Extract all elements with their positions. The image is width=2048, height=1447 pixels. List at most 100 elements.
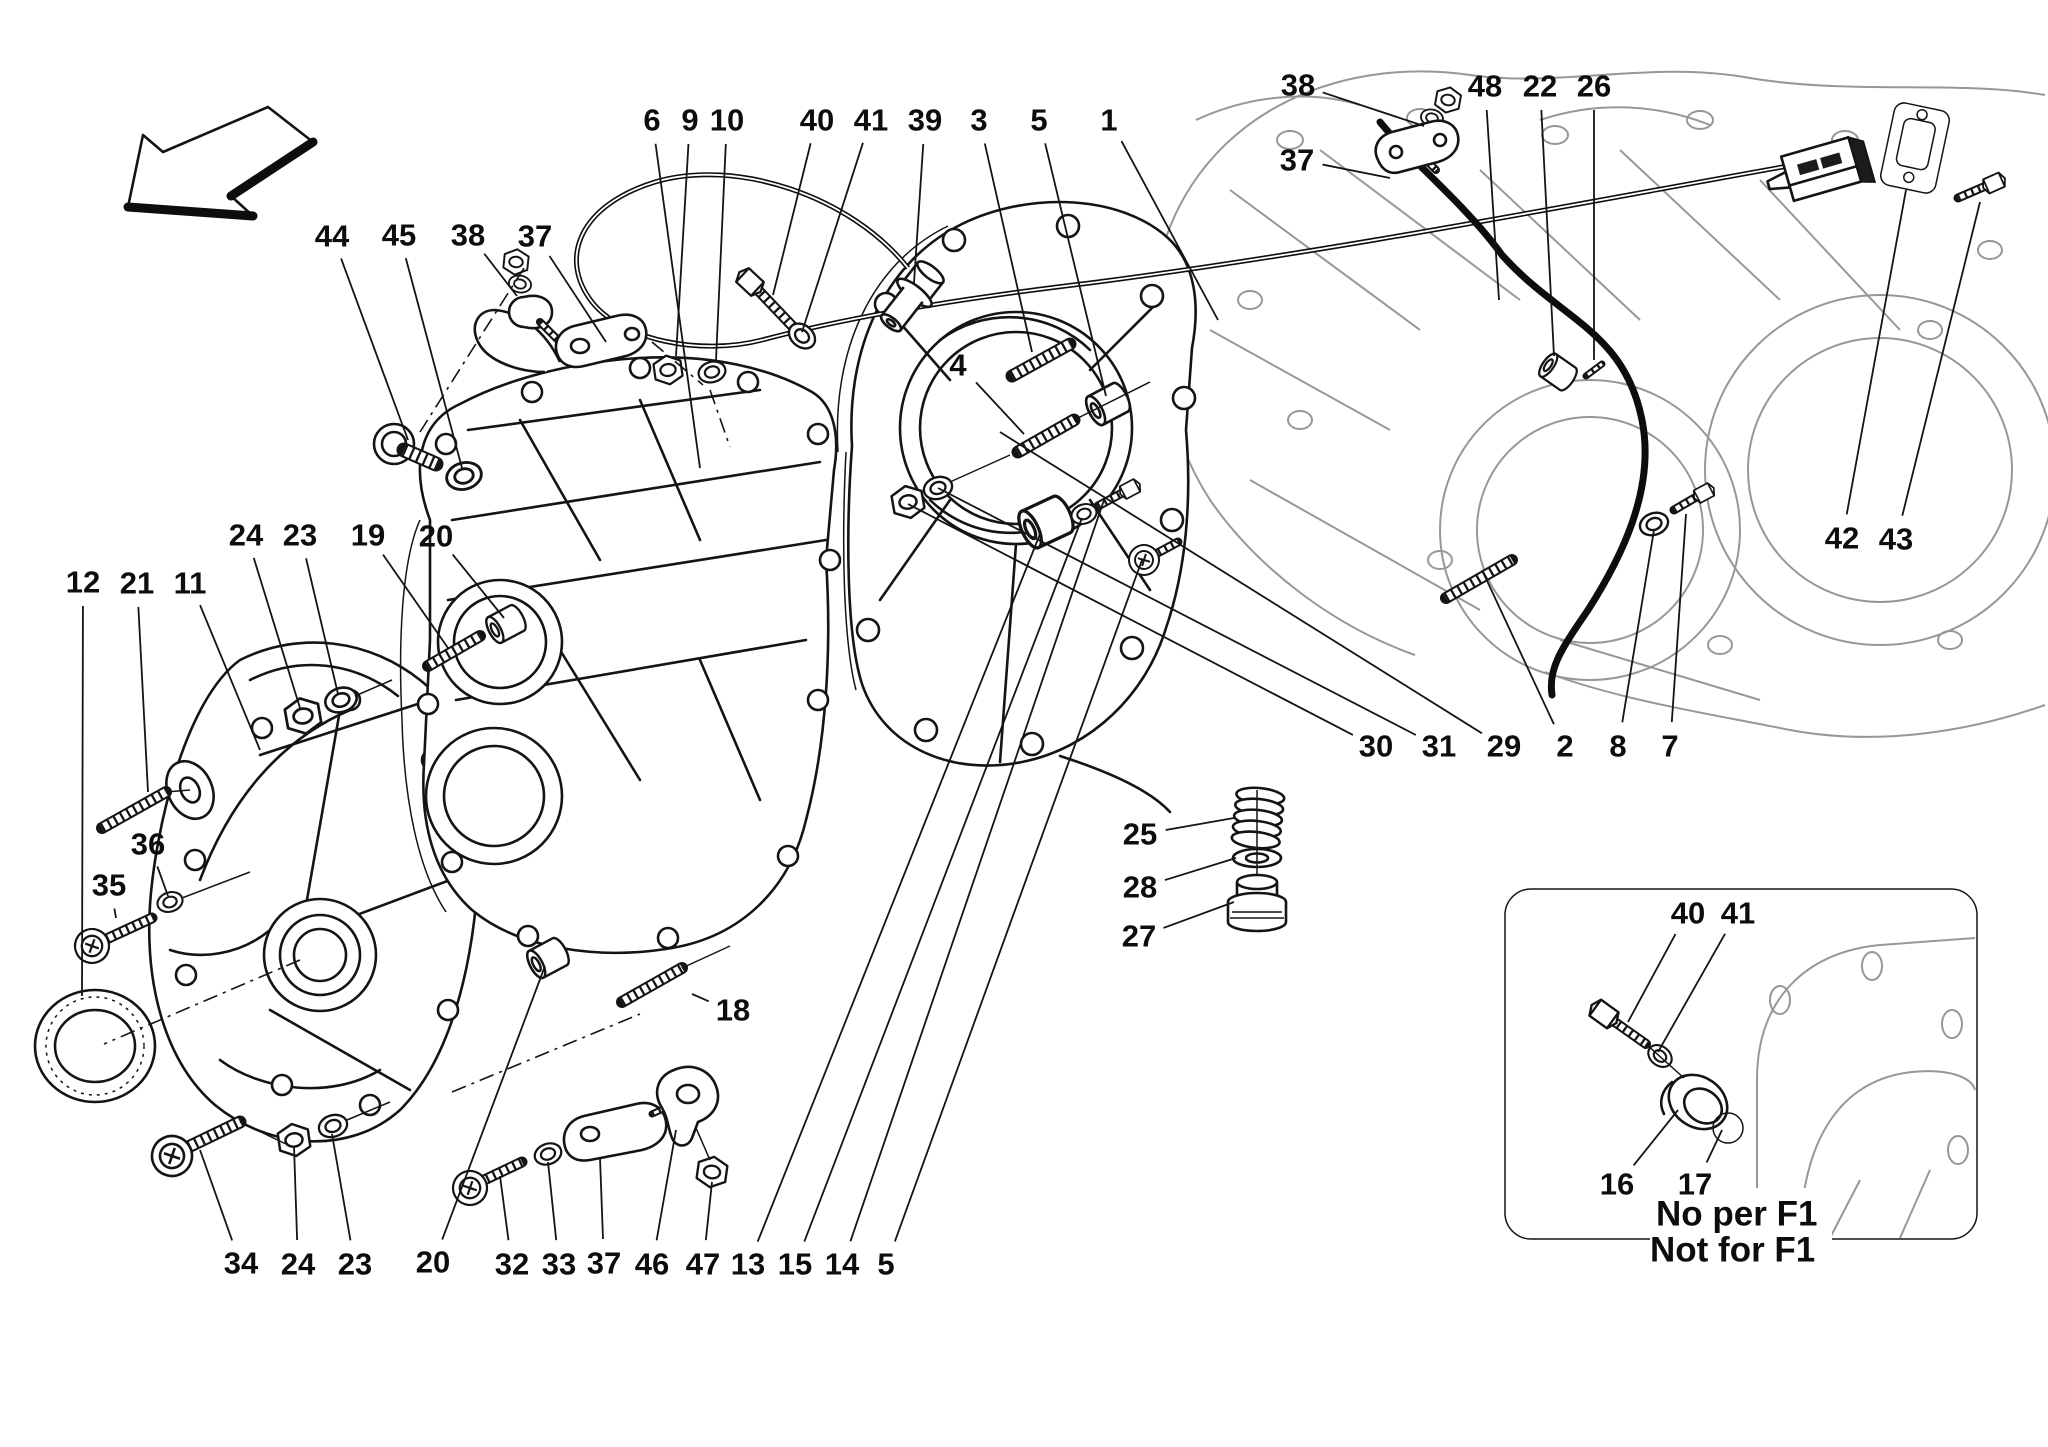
bracket-37-left [554,313,648,369]
inset-bolt [1584,995,1651,1049]
part-number-7: 7 [1661,729,1678,764]
callout-45: 45 [382,218,463,469]
part-number-5: 5 [1030,103,1047,138]
callout-27: 27 [1122,901,1235,954]
callout-3: 3 [970,103,1033,353]
part-number-36: 36 [131,827,165,862]
stud-4 [1011,413,1081,459]
leader-line-8 [1621,529,1655,723]
part-number-40: 40 [1671,896,1705,931]
stud-19 [422,630,486,672]
leader-line-6 [654,143,701,469]
part-number-38: 38 [451,218,485,253]
part-number-24: 24 [281,1247,316,1282]
part-number-33: 33 [542,1247,576,1282]
callout-31: 31 [937,487,1456,764]
callout-20: 20 [419,519,505,619]
callout-28: 28 [1123,857,1237,905]
part-number-16: 16 [1600,1167,1634,1202]
part-number-37: 37 [518,219,552,254]
bracket-37-lower [562,1101,674,1162]
leader-line-39 [913,143,925,284]
leader-line-19 [382,554,449,649]
callout-18: 18 [691,993,750,1028]
part-number-10: 10 [710,103,744,138]
leader-line-13 [756,533,1041,1243]
left-end-cover [148,641,481,1143]
threaded-shaft [396,442,444,472]
part-number-30: 30 [1359,729,1393,764]
part-number-17: 17 [1678,1167,1712,1202]
callout-48: 48 [1468,69,1502,301]
leader-line-46 [655,1129,677,1241]
part-number-20: 20 [419,519,453,554]
inset-cup-plug [1659,1073,1729,1131]
spring-25 [1229,784,1287,852]
leader-line-5 [894,559,1143,1242]
part-number-23: 23 [283,518,317,553]
mount-clamp-46 [655,1065,720,1147]
inset-border [1504,888,1978,1240]
callout-6: 6 [643,103,701,469]
part-number-6: 6 [643,103,660,138]
part-number-34: 34 [224,1246,259,1281]
callout-4: 4 [949,348,1025,435]
leader-line-31 [937,487,1417,736]
callout-24: 24 [229,518,301,709]
callout-11: 11 [174,566,261,751]
bolt-32 [446,1156,528,1212]
threaded-shaft [1582,360,1606,380]
part-number-13: 13 [731,1247,765,1282]
inset-housing-faded [1756,937,1976,1239]
main-gearbox-housing [836,200,1197,814]
callout-23: 23 [283,518,339,695]
cable-connector [1766,135,1877,203]
stud-21 [96,786,172,834]
callout-40: 40 [1627,896,1705,1023]
leader-line-38 [1322,91,1425,127]
leader-line-29 [999,431,1483,735]
callout-5: 5 [877,559,1143,1282]
part-number-23: 23 [338,1247,372,1282]
leader-line-20 [451,553,505,619]
callout-38: 38 [451,218,518,297]
leader-line-3 [983,143,1033,353]
note-background [1650,1188,1832,1266]
callout-5: 5 [1030,103,1107,397]
leader-line-20 [441,965,546,1240]
part-number-29: 29 [1487,729,1521,764]
leader-line-28 [1164,857,1237,881]
callout-7: 7 [1661,513,1687,764]
callout-47: 47 [686,1181,720,1282]
callout-44: 44 [315,219,409,441]
part-number-42: 42 [1825,521,1859,556]
callout-8: 8 [1609,529,1655,764]
threaded-shaft [1005,337,1077,383]
threaded-shaft [1440,554,1518,604]
threaded-shaft [175,1115,247,1157]
plug-27 [1226,790,1288,933]
threaded-shaft [94,912,158,948]
callout-35: 35 [92,868,126,919]
callout-9: 9 [675,103,699,357]
part-number-24: 24 [229,518,264,553]
callout-40: 40 [772,103,834,296]
callout-16: 16 [1600,1109,1679,1202]
leader-line-41 [801,142,864,333]
leader-line-41 [1657,933,1726,1053]
callout-17: 17 [1678,1129,1723,1202]
callout-36: 36 [131,827,169,897]
callout-25: 25 [1123,817,1235,852]
leader-line-44 [340,258,409,441]
leader-line-43 [1901,201,1981,516]
leader-line-23 [305,558,339,695]
leader-line-1 [1120,140,1219,321]
part-number-11: 11 [174,566,207,601]
speedometer-cable [574,163,1789,349]
leader-line-7 [1670,513,1687,723]
leader-line-38 [483,253,518,297]
part-number-45: 45 [382,218,416,253]
callout-15: 15 [778,517,1083,1282]
callout-20: 20 [416,965,546,1280]
